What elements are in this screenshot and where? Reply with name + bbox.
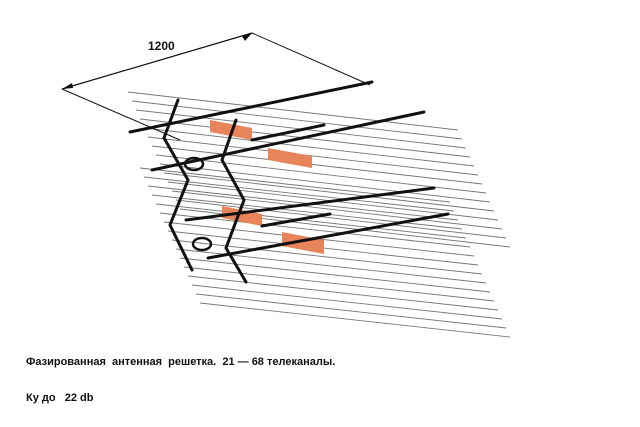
reflector-line bbox=[151, 194, 463, 230]
reflector-line bbox=[143, 127, 475, 167]
reflector-line bbox=[155, 203, 467, 239]
matching-plates bbox=[210, 120, 324, 254]
reflector-line bbox=[147, 185, 459, 221]
caption-title: Фазированная антенная решетка. 21 — 68 т… bbox=[26, 356, 336, 368]
reflector-line bbox=[163, 172, 495, 212]
reflector-line bbox=[143, 176, 455, 212]
caption-gain: Ку до 22 db bbox=[26, 392, 94, 404]
reflector-grid bbox=[127, 91, 511, 338]
loop-lower bbox=[191, 236, 213, 252]
reflector-line bbox=[151, 145, 483, 185]
reflector-line bbox=[139, 167, 451, 203]
reflector-line bbox=[171, 239, 483, 275]
dimension-line: 1200 bbox=[61, 32, 371, 141]
dimension-label: 1200 bbox=[148, 39, 175, 53]
reflector-line bbox=[175, 199, 507, 239]
reflector-line bbox=[171, 190, 503, 230]
reflector-line bbox=[155, 154, 487, 194]
reflector-line bbox=[195, 293, 507, 329]
reflector-line bbox=[159, 163, 491, 203]
loop-upper bbox=[183, 156, 205, 172]
plate-lower-right bbox=[282, 232, 324, 254]
reflector-line bbox=[187, 275, 499, 311]
director-rods bbox=[128, 80, 450, 260]
plate-upper-right bbox=[268, 148, 312, 168]
reflector-line bbox=[179, 257, 491, 293]
reflector-line bbox=[183, 266, 495, 302]
reflector-line bbox=[131, 100, 463, 140]
dipole-loops bbox=[183, 156, 213, 252]
plate-lower-left bbox=[222, 206, 262, 226]
reflector-line bbox=[147, 136, 479, 176]
reflector-line bbox=[191, 284, 503, 320]
reflector-line bbox=[199, 302, 511, 338]
reflector-line bbox=[127, 91, 459, 131]
reflector-line bbox=[159, 212, 471, 248]
